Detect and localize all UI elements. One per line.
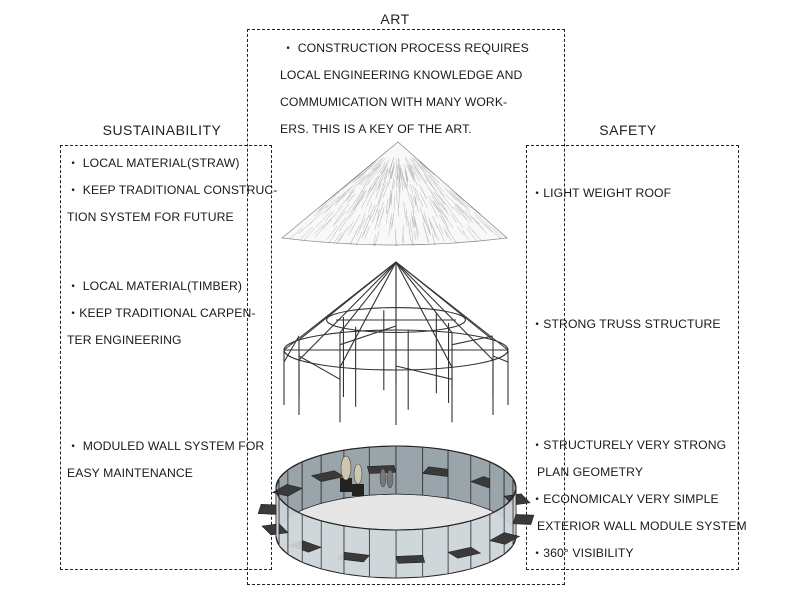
safety-box: [526, 145, 739, 570]
note-line: ・360° VISIBILITY: [531, 546, 634, 560]
art-header: ART: [380, 11, 410, 27]
note-line: EXTERIOR WALL MODULE SYSTEM: [537, 519, 747, 533]
art-note-line: COMMUMICATION WITH MANY WORK-: [280, 95, 508, 109]
note-line: ・STRUCTURELY VERY STRONG: [531, 438, 727, 452]
art-note-line: ・ CONSTRUCTION PROCESS REQUIRES: [282, 41, 529, 55]
art-box: [247, 29, 565, 585]
sustainability-header: SUSTAINABILITY: [102, 122, 222, 138]
note-line: PLAN GEOMETRY: [537, 465, 644, 479]
note-line: ・KEEP TRADITIONAL CARPEN-: [67, 306, 256, 320]
note-line: ・ KEEP TRADITIONAL CONSTRUC-: [67, 183, 278, 197]
note-line: TER ENGINEERING: [67, 333, 182, 347]
safety-header: SAFETY: [599, 122, 657, 138]
note-line: ・ LOCAL MATERIAL(STRAW): [67, 156, 240, 170]
note-line: ・LIGHT WEIGHT ROOF: [531, 186, 672, 200]
sustainability-box: [60, 145, 272, 570]
note-line: EASY MAINTENANCE: [67, 466, 193, 480]
art-note-line: LOCAL ENGINEERING KNOWLEDGE AND: [280, 68, 523, 82]
note-line: ・ LOCAL MATERIAL(TIMBER): [67, 279, 243, 293]
art-note-line: ERS. THIS IS A KEY OF THE ART.: [280, 122, 472, 136]
note-line: ・ECONOMICALY VERY SIMPLE: [531, 492, 719, 506]
note-line: ・ MODULED WALL SYSTEM FOR: [67, 439, 265, 453]
note-line: ・STRONG TRUSS STRUCTURE: [531, 317, 721, 331]
note-line: TION SYSTEM FOR FUTURE: [67, 210, 234, 224]
